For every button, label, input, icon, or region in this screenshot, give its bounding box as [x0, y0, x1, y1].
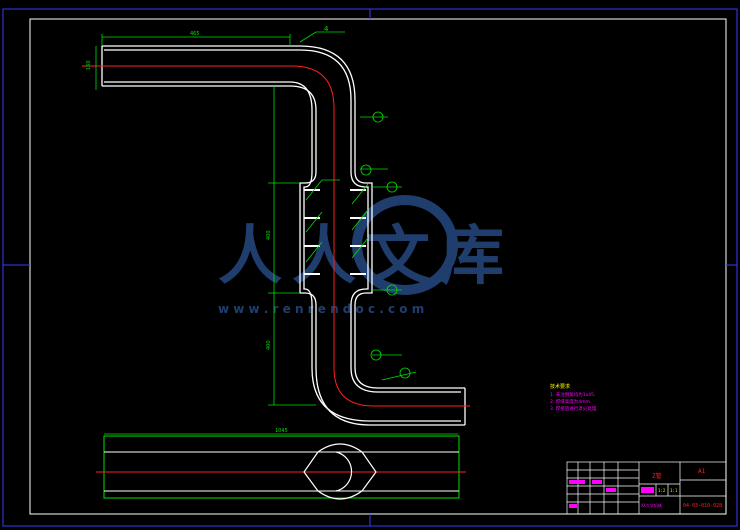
bottom-view — [96, 435, 466, 500]
dim-left-label: 160 — [86, 60, 92, 70]
center-marks — [3, 9, 737, 526]
notes-line-3: 3. 焊接后进行退火处理. — [550, 405, 598, 412]
watermark-title: 人人文库 — [218, 220, 514, 294]
inner-border — [29, 18, 727, 515]
pipe-centerline — [82, 65, 470, 407]
scale-2: 1:1 — [670, 488, 678, 493]
dim-mid-label: 400 — [266, 230, 272, 240]
weld-label: 4 — [324, 25, 329, 33]
drawing-number: 04-03-010-028 — [683, 503, 722, 509]
sheet-size: A1 — [698, 468, 706, 475]
dim-lower-label: 400 — [266, 340, 272, 350]
dim-top-label: 465 — [190, 31, 200, 37]
notes-title: 技术要求 — [550, 383, 570, 390]
pipe-outline — [101, 45, 466, 426]
watermark-url: w w w . r e n r e n d o c . c o m — [218, 302, 424, 316]
scale-1: 1:2 — [658, 488, 666, 493]
notes-line-1: 1. 未注倒角均为1x45. — [550, 391, 595, 398]
dim-bottom-view-label: 1045 — [275, 428, 288, 434]
notes-line-2: 2. 焊缝高度为4mm. — [550, 398, 591, 405]
title-block — [566, 461, 727, 515]
dimensions — [95, 31, 458, 435]
school-name: XX大学机械 — [641, 502, 662, 508]
tech-notes: 技术要求 1. 未注倒角均为1x45. 2. 焊缝高度为4mm. 3. 焊接后进… — [550, 383, 598, 412]
part-name: Z管 — [652, 472, 662, 480]
watermark: 人人文库 w w w . r e n r e n d o c . c o m — [218, 195, 514, 316]
title-block-fills — [569, 480, 654, 508]
